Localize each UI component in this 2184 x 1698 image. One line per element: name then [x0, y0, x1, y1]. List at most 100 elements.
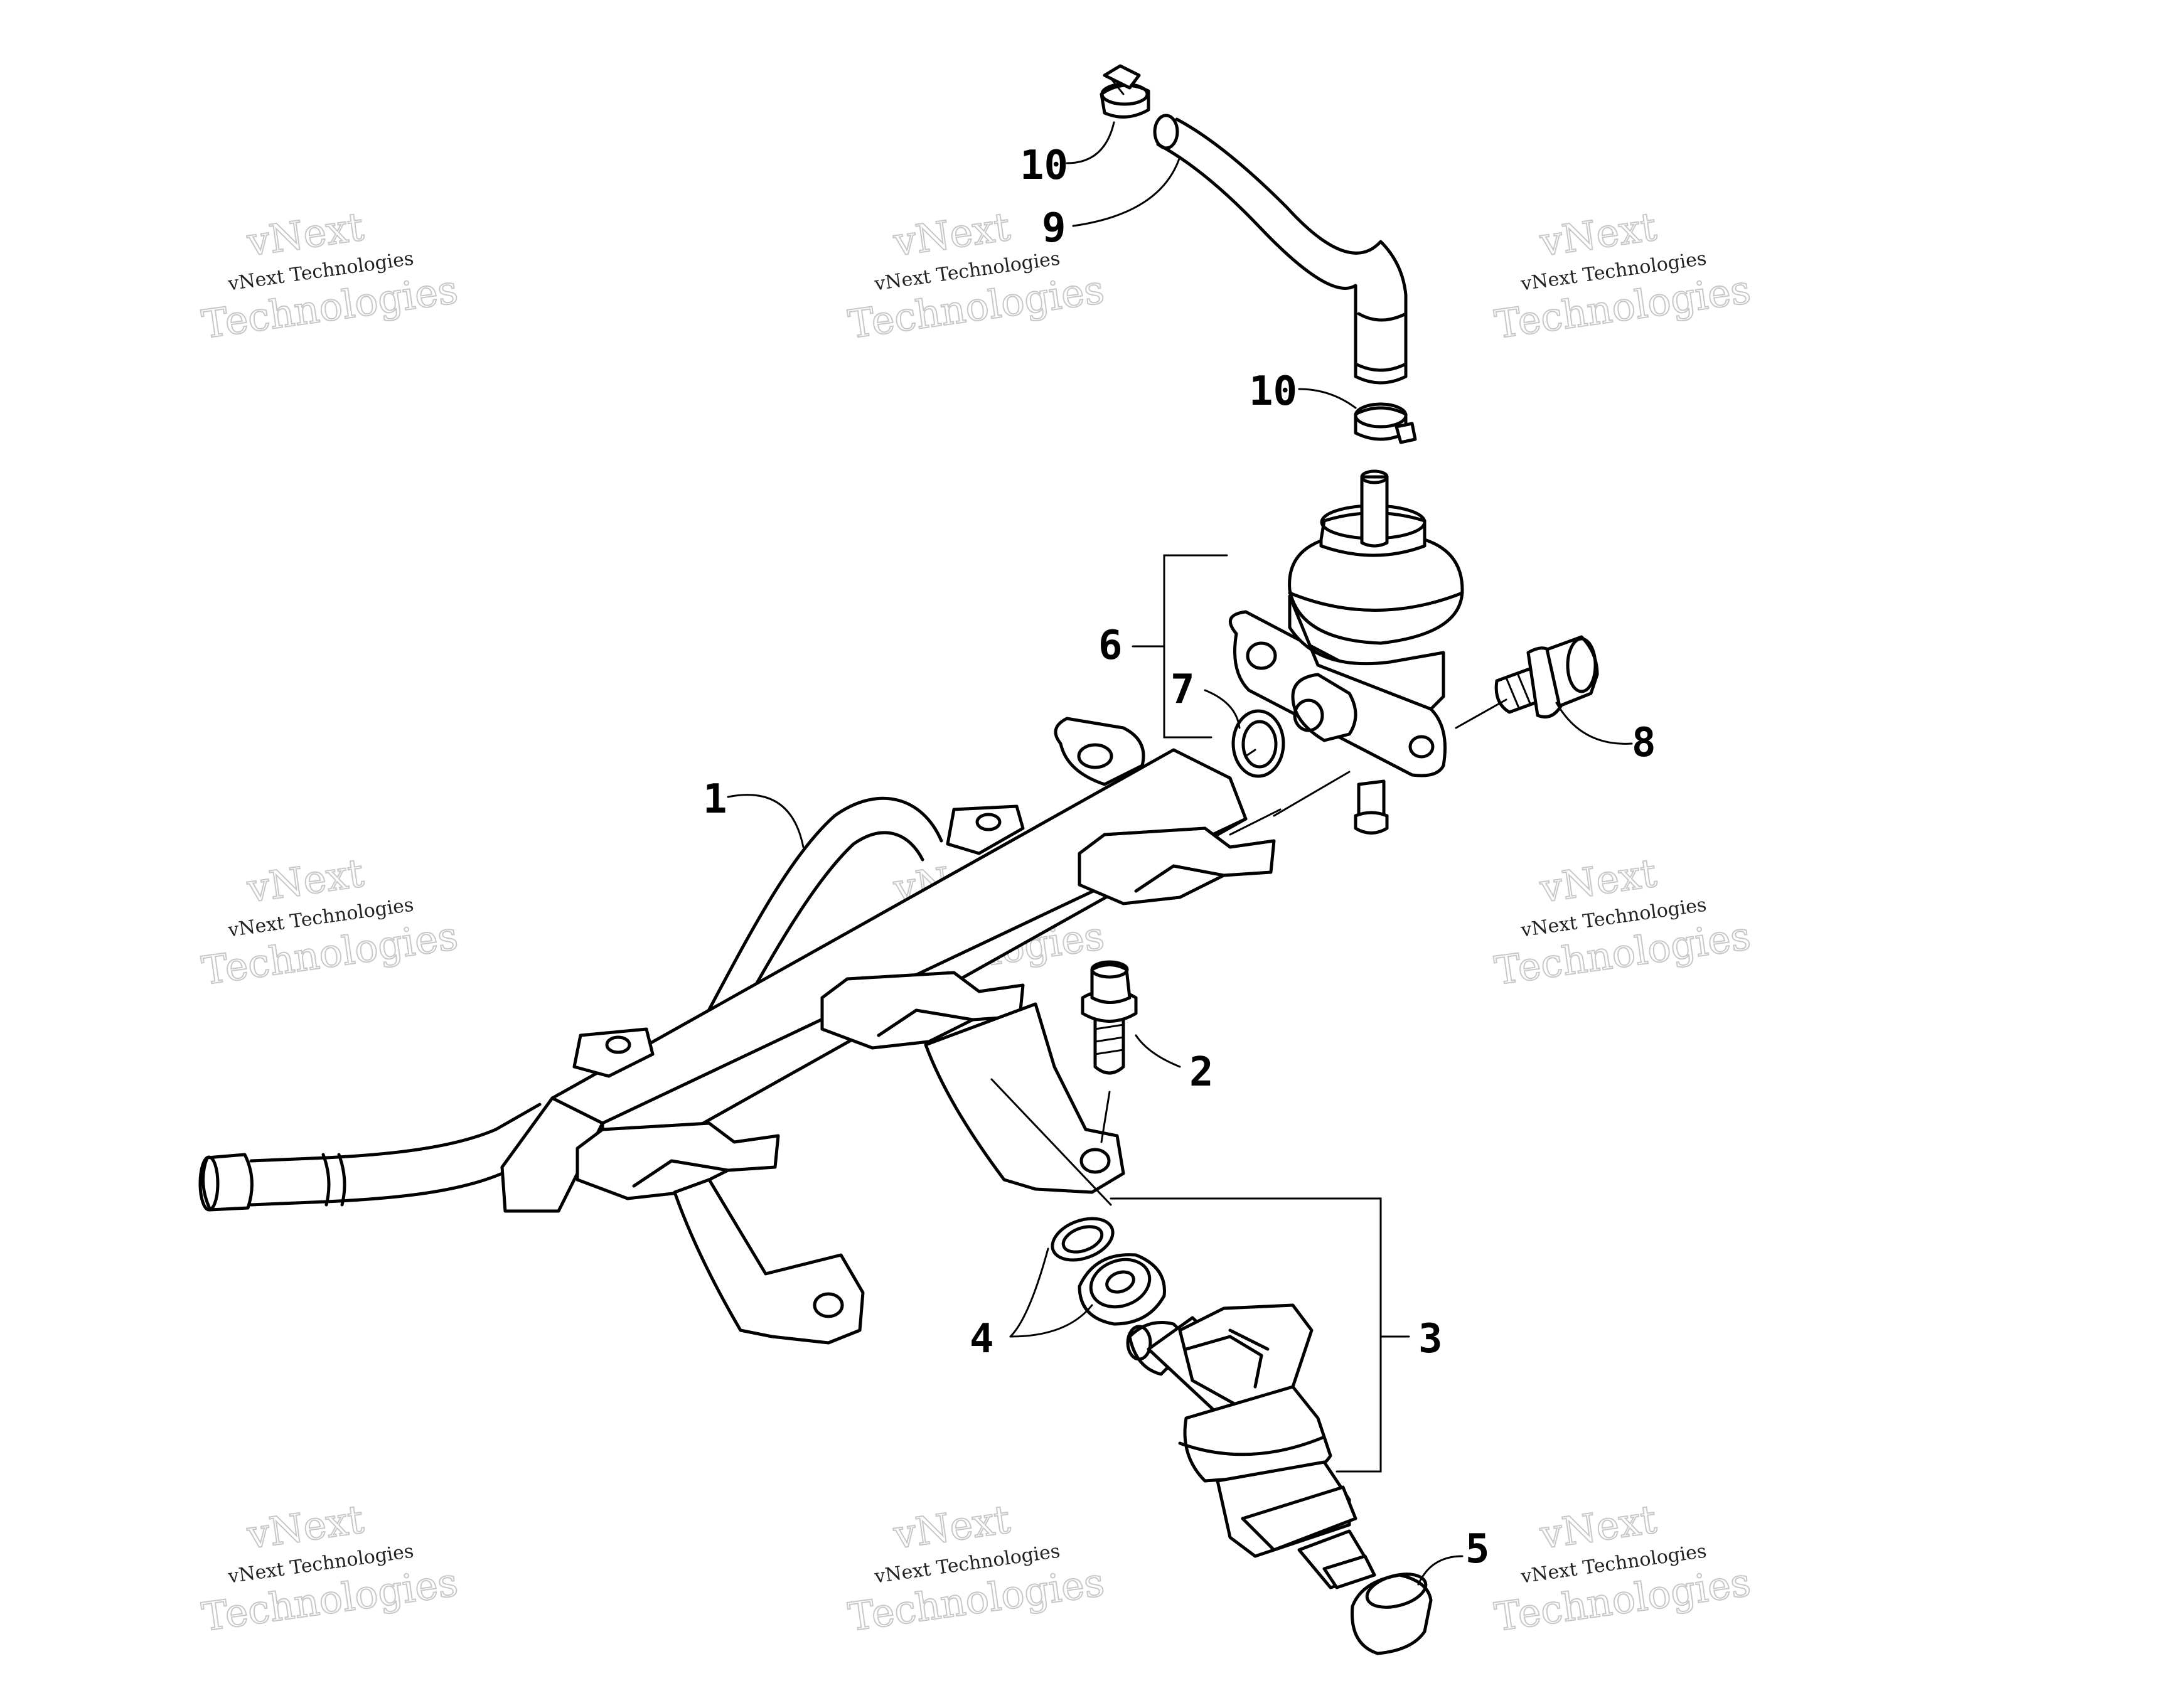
- bolt-thread-3: [1094, 1049, 1125, 1055]
- hose-top-end: [1153, 114, 1179, 150]
- watermark: vNext vNext Technologies Technologies: [1491, 849, 1753, 995]
- regulator-inlet-bore: [1293, 698, 1324, 732]
- injector-connector-socket: [1184, 1335, 1263, 1389]
- align-line-bolt8: [1455, 698, 1507, 729]
- watermark: vNext vNext Technologies Technologies: [845, 1495, 1107, 1641]
- fuel-injector: [1126, 1303, 1376, 1589]
- rail-bracket-2-hole: [1079, 1148, 1111, 1174]
- callout-2: 2: [1189, 1049, 1214, 1096]
- leader-8: [1555, 702, 1633, 745]
- reg-bolt-head-face: [1566, 637, 1597, 693]
- leader-10a: [1066, 121, 1115, 164]
- mounting-bolt: [1081, 960, 1138, 1075]
- align-line-bolt2: [1100, 1091, 1111, 1143]
- bolt-thread-2: [1094, 1036, 1125, 1043]
- regulator-bolt: [1494, 635, 1599, 718]
- regulator-body: [1288, 594, 1445, 711]
- seal-grommet-hole: [1105, 1270, 1135, 1294]
- regulator-dome-rim: [1288, 591, 1464, 612]
- hose-clamp-bottom: [1354, 402, 1417, 444]
- hose-outline-outer: [1175, 117, 1408, 316]
- rail-inlet-bead-2: [337, 1153, 346, 1207]
- rail-clip-hole-2: [605, 1035, 631, 1054]
- bolt-thread-1: [1094, 1023, 1125, 1030]
- rail-injector-cup-2-detail: [877, 1008, 975, 1037]
- vacuum-hose: [1153, 114, 1408, 385]
- bracket-3: [1110, 1197, 1382, 1473]
- rail-clip-hole-1: [975, 813, 1002, 831]
- injector-nozzle-tip: [1126, 1325, 1152, 1361]
- o-ring-inner: [1241, 720, 1278, 769]
- cap-face: [1365, 1573, 1428, 1609]
- leader-2: [1135, 1034, 1181, 1068]
- align-line-regulator: [1229, 749, 1351, 836]
- clamp-bottom-ring: [1354, 402, 1408, 429]
- rail-inlet-bead: [321, 1153, 331, 1207]
- clamp-top-ear-line: [1110, 77, 1125, 95]
- regulator-vacuum-nipple: [1360, 475, 1389, 548]
- leader-5: [1417, 1555, 1464, 1586]
- callout-6: 6: [1098, 622, 1123, 669]
- injector-connector: [1178, 1303, 1314, 1414]
- reg-bolt-thread-2: [1516, 672, 1531, 705]
- regulator-o-ring: [1231, 709, 1285, 778]
- leader-4a: [1009, 1247, 1049, 1338]
- watermark: vNext vNext Technologies Technologies: [198, 203, 461, 348]
- injector-seals: [1051, 1217, 1166, 1326]
- callouts: 1 2 3 4 5 6 7 8 9 10 10: [703, 142, 1656, 1573]
- bolt-shank: [1093, 1015, 1125, 1075]
- regulator-flange-hole-right: [1408, 735, 1435, 759]
- callout-9: 9: [1042, 205, 1066, 252]
- seal-grommet: [1078, 1253, 1166, 1326]
- clamp-top-band: [1100, 83, 1150, 119]
- injector-collar-ring: [1178, 1435, 1326, 1456]
- callout-1: 1: [703, 776, 727, 823]
- rail-hose-loop: [676, 796, 943, 1069]
- leader-lines: [727, 121, 1633, 1586]
- injector-lower-ring: [1241, 1485, 1357, 1552]
- hose-outline-inner: [1156, 142, 1357, 366]
- clamp-bottom-ear: [1394, 422, 1417, 444]
- leader-10b: [1298, 388, 1357, 409]
- pressure-regulator: [1229, 469, 1464, 835]
- rail-inlet-pipe: [249, 1103, 542, 1163]
- rail-mount-hole: [1077, 743, 1113, 769]
- callout-7: 7: [1170, 666, 1195, 713]
- watermark: vNext vNext Technologies Technologies: [1491, 1495, 1753, 1641]
- bolt-head: [1090, 963, 1132, 1004]
- regulator-dome-base: [1288, 538, 1464, 645]
- callout-5: 5: [1465, 1526, 1490, 1573]
- watermark: vNext vNext Technologies Technologies: [845, 203, 1107, 348]
- rail-bracket-2: [924, 1002, 1125, 1194]
- seal-o-ring-inner: [1061, 1225, 1104, 1254]
- injector-connector-clip: [1228, 1328, 1270, 1351]
- callout-10-bottom: 10: [1249, 368, 1297, 415]
- regulator-return-end: [1354, 811, 1389, 835]
- hose-elbow: [1357, 312, 1408, 322]
- rail-bracket-1: [673, 1178, 865, 1345]
- callout-3: 3: [1418, 1316, 1443, 1362]
- reg-bolt-thread-1: [1505, 676, 1520, 709]
- injector-tip-end: [1322, 1554, 1376, 1589]
- callout-10-top: 10: [1020, 142, 1068, 189]
- leader-9: [1072, 156, 1181, 227]
- fuel-rail: [198, 717, 1276, 1345]
- seal-grommet-face: [1089, 1257, 1152, 1309]
- rail-injector-cup-1-detail: [1134, 864, 1226, 893]
- injector-cap: [1351, 1573, 1433, 1655]
- regulator-vacuum-nipple-end: [1360, 469, 1389, 484]
- leader-1: [727, 794, 805, 848]
- align-line-injector: [990, 1078, 1112, 1206]
- rail-bracket-1-hole: [813, 1292, 844, 1318]
- bolt-head-top: [1090, 960, 1129, 979]
- rail-inlet-end-cap: [198, 1155, 220, 1212]
- rail-inlet-pipe-lower: [249, 1172, 504, 1207]
- callout-4: 4: [970, 1316, 994, 1362]
- rail-inlet-end: [201, 1153, 254, 1212]
- clamp-top-ear: [1103, 64, 1141, 90]
- leader-7: [1204, 689, 1241, 729]
- watermark: vNext vNext Technologies Technologies: [198, 849, 461, 995]
- cap-body: [1351, 1573, 1433, 1655]
